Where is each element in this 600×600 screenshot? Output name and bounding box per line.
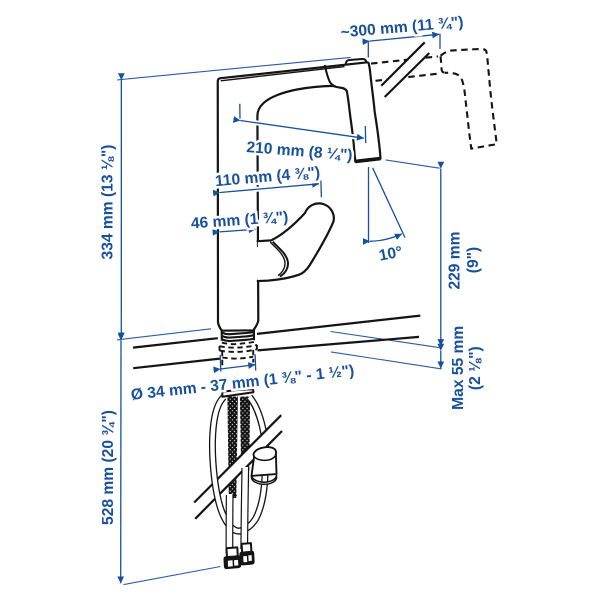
svg-text:(9"): (9") — [465, 247, 482, 273]
svg-text:Max 55 mm: Max 55 mm — [450, 326, 467, 410]
svg-text:229 mm: 229 mm — [447, 231, 464, 289]
svg-text:334 mm (13 ⅛"): 334 mm (13 ⅛") — [100, 145, 117, 260]
svg-text:(2 ⅛"): (2 ⅛") — [467, 346, 484, 390]
svg-text:528 mm (20 ¾"): 528 mm (20 ¾") — [100, 410, 117, 525]
